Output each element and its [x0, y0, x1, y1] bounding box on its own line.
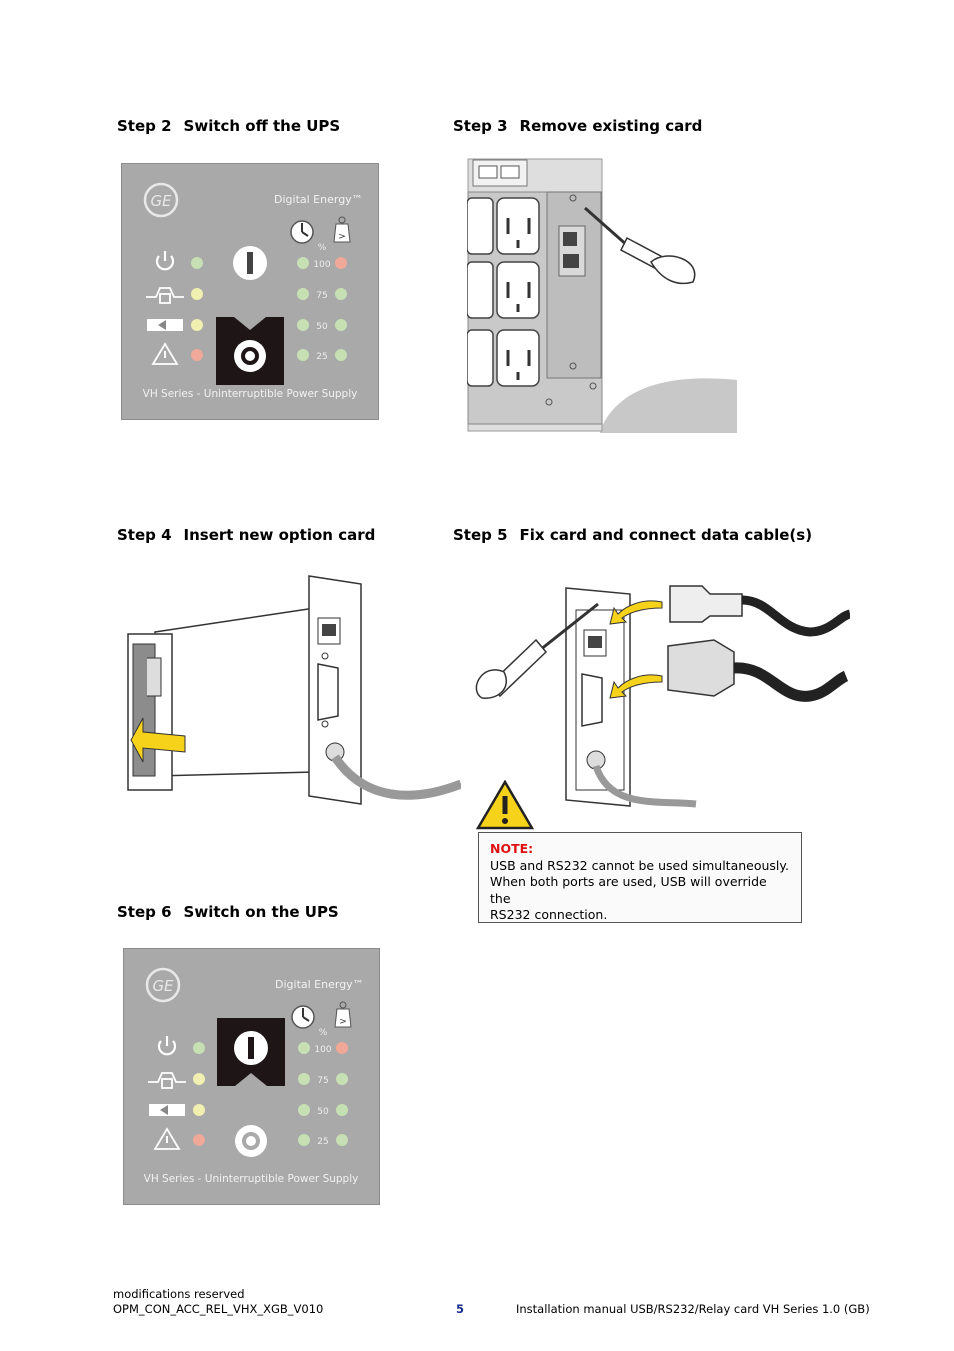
load-weight-icon [334, 1008, 352, 1028]
step-3-title: Step 3 Remove existing card [453, 117, 702, 135]
step-label: Remove existing card [519, 117, 703, 135]
step-number: Step 2 [117, 117, 172, 135]
arrow-usb-icon [609, 600, 663, 625]
step-label: Fix card and connect data cable(s) [519, 526, 813, 544]
data-cable [331, 754, 463, 800]
series-text: VH Series - Uninterruptible Power Supply [143, 388, 358, 400]
rs232-plug-icon [667, 639, 849, 702]
led-bypass [193, 1073, 205, 1085]
load-leds [335, 257, 347, 361]
power-outlets [466, 197, 540, 387]
svg-text:50: 50 [316, 322, 328, 332]
remove-card-illustration [466, 158, 737, 433]
ups-panel-illustration: GE Digital Energy™ > % [144, 967, 364, 1185]
step-number: Step 4 [117, 526, 172, 544]
footer-left: modifications reserved OPM_CON_ACC_REL_V… [113, 1287, 323, 1317]
brand-text: Digital Energy™ [274, 193, 363, 206]
svg-text:%: % [319, 1028, 328, 1038]
ge-logo-icon [145, 967, 181, 1003]
power-icon [157, 1036, 177, 1056]
brand-text: Digital Energy™ [275, 978, 364, 991]
screwdriver-icon [475, 602, 599, 699]
note-title: NOTE: [490, 841, 534, 856]
screwdriver-icon [584, 206, 696, 285]
rs232-port [317, 663, 339, 721]
svg-text:%: % [318, 243, 327, 253]
svg-text:100: 100 [313, 260, 330, 270]
series-text: VH Series - Uninterruptible Power Supply [144, 1173, 359, 1185]
ups-control-panel-on: GE Digital Energy™ > % [123, 948, 380, 1205]
led-battery [191, 319, 203, 331]
svg-text:>: > [339, 1017, 347, 1027]
svg-text:75: 75 [317, 1076, 328, 1086]
footer-doc-code: OPM_CON_ACC_REL_VHX_XGB_V010 [113, 1302, 324, 1316]
footer-modifications: modifications reserved [113, 1287, 245, 1301]
step-label: Switch on the UPS [183, 903, 339, 921]
warning-triangle-icon [475, 779, 535, 830]
svg-text:75: 75 [316, 291, 327, 301]
bypass-icon [146, 287, 184, 304]
led-bypass [191, 288, 203, 300]
warning-icon [153, 1127, 181, 1150]
step-label: Switch off the UPS [183, 117, 341, 135]
step-5-title: Step 5 Fix card and connect data cable(s) [453, 526, 812, 544]
svg-text:>: > [338, 232, 346, 242]
battery-icon [147, 319, 183, 331]
ups-panel-illustration: GE Digital Energy™ > % [143, 182, 363, 400]
bypass-icon [148, 1072, 186, 1089]
step-6-title: Step 6 Switch on the UPS [117, 903, 339, 921]
led-alarm [191, 349, 203, 361]
led-alarm [193, 1134, 205, 1146]
note-line: When both ports are used, USB will overr… [490, 874, 767, 906]
step-number: Step 6 [117, 903, 172, 921]
step-number: Step 3 [453, 117, 508, 135]
note-line: RS232 connection. [490, 907, 608, 922]
note-box: NOTE: USB and RS232 cannot be used simul… [478, 832, 802, 923]
runtime-leds [298, 1042, 310, 1146]
led-power [193, 1042, 205, 1054]
svg-text:25: 25 [317, 1137, 328, 1147]
led-battery [193, 1104, 205, 1116]
runtime-leds [297, 257, 309, 361]
battery-icon [149, 1104, 185, 1116]
ge-logo-text: GE [150, 192, 172, 210]
power-icon [155, 251, 175, 271]
step-label: Insert new option card [183, 526, 376, 544]
ups-control-panel-off: GE Digital Energy™ > % [121, 163, 379, 420]
ge-logo-text: GE [152, 977, 174, 995]
step-number: Step 5 [453, 526, 508, 544]
svg-text:50: 50 [317, 1107, 329, 1117]
usb-plug-icon [669, 585, 852, 637]
load-weight-icon [333, 223, 351, 243]
load-leds [336, 1042, 348, 1146]
arrow-rs232-icon [609, 674, 663, 699]
footer-manual-title: Installation manual USB/RS232/Relay card… [516, 1302, 870, 1316]
svg-text:25: 25 [316, 352, 327, 362]
step-4-title: Step 4 Insert new option card [117, 526, 375, 544]
warning-icon [151, 342, 179, 365]
page-number: 5 [456, 1302, 465, 1316]
ge-logo-icon [143, 182, 179, 218]
insert-card-illustration [125, 572, 463, 807]
note-line: USB and RS232 cannot be used simultaneou… [490, 857, 789, 873]
led-power [191, 257, 203, 269]
svg-text:100: 100 [314, 1045, 331, 1055]
fix-card-illustration [470, 580, 852, 830]
insert-arrow-icon [130, 717, 186, 763]
step-2-title: Step 2 Switch off the UPS [117, 117, 340, 135]
